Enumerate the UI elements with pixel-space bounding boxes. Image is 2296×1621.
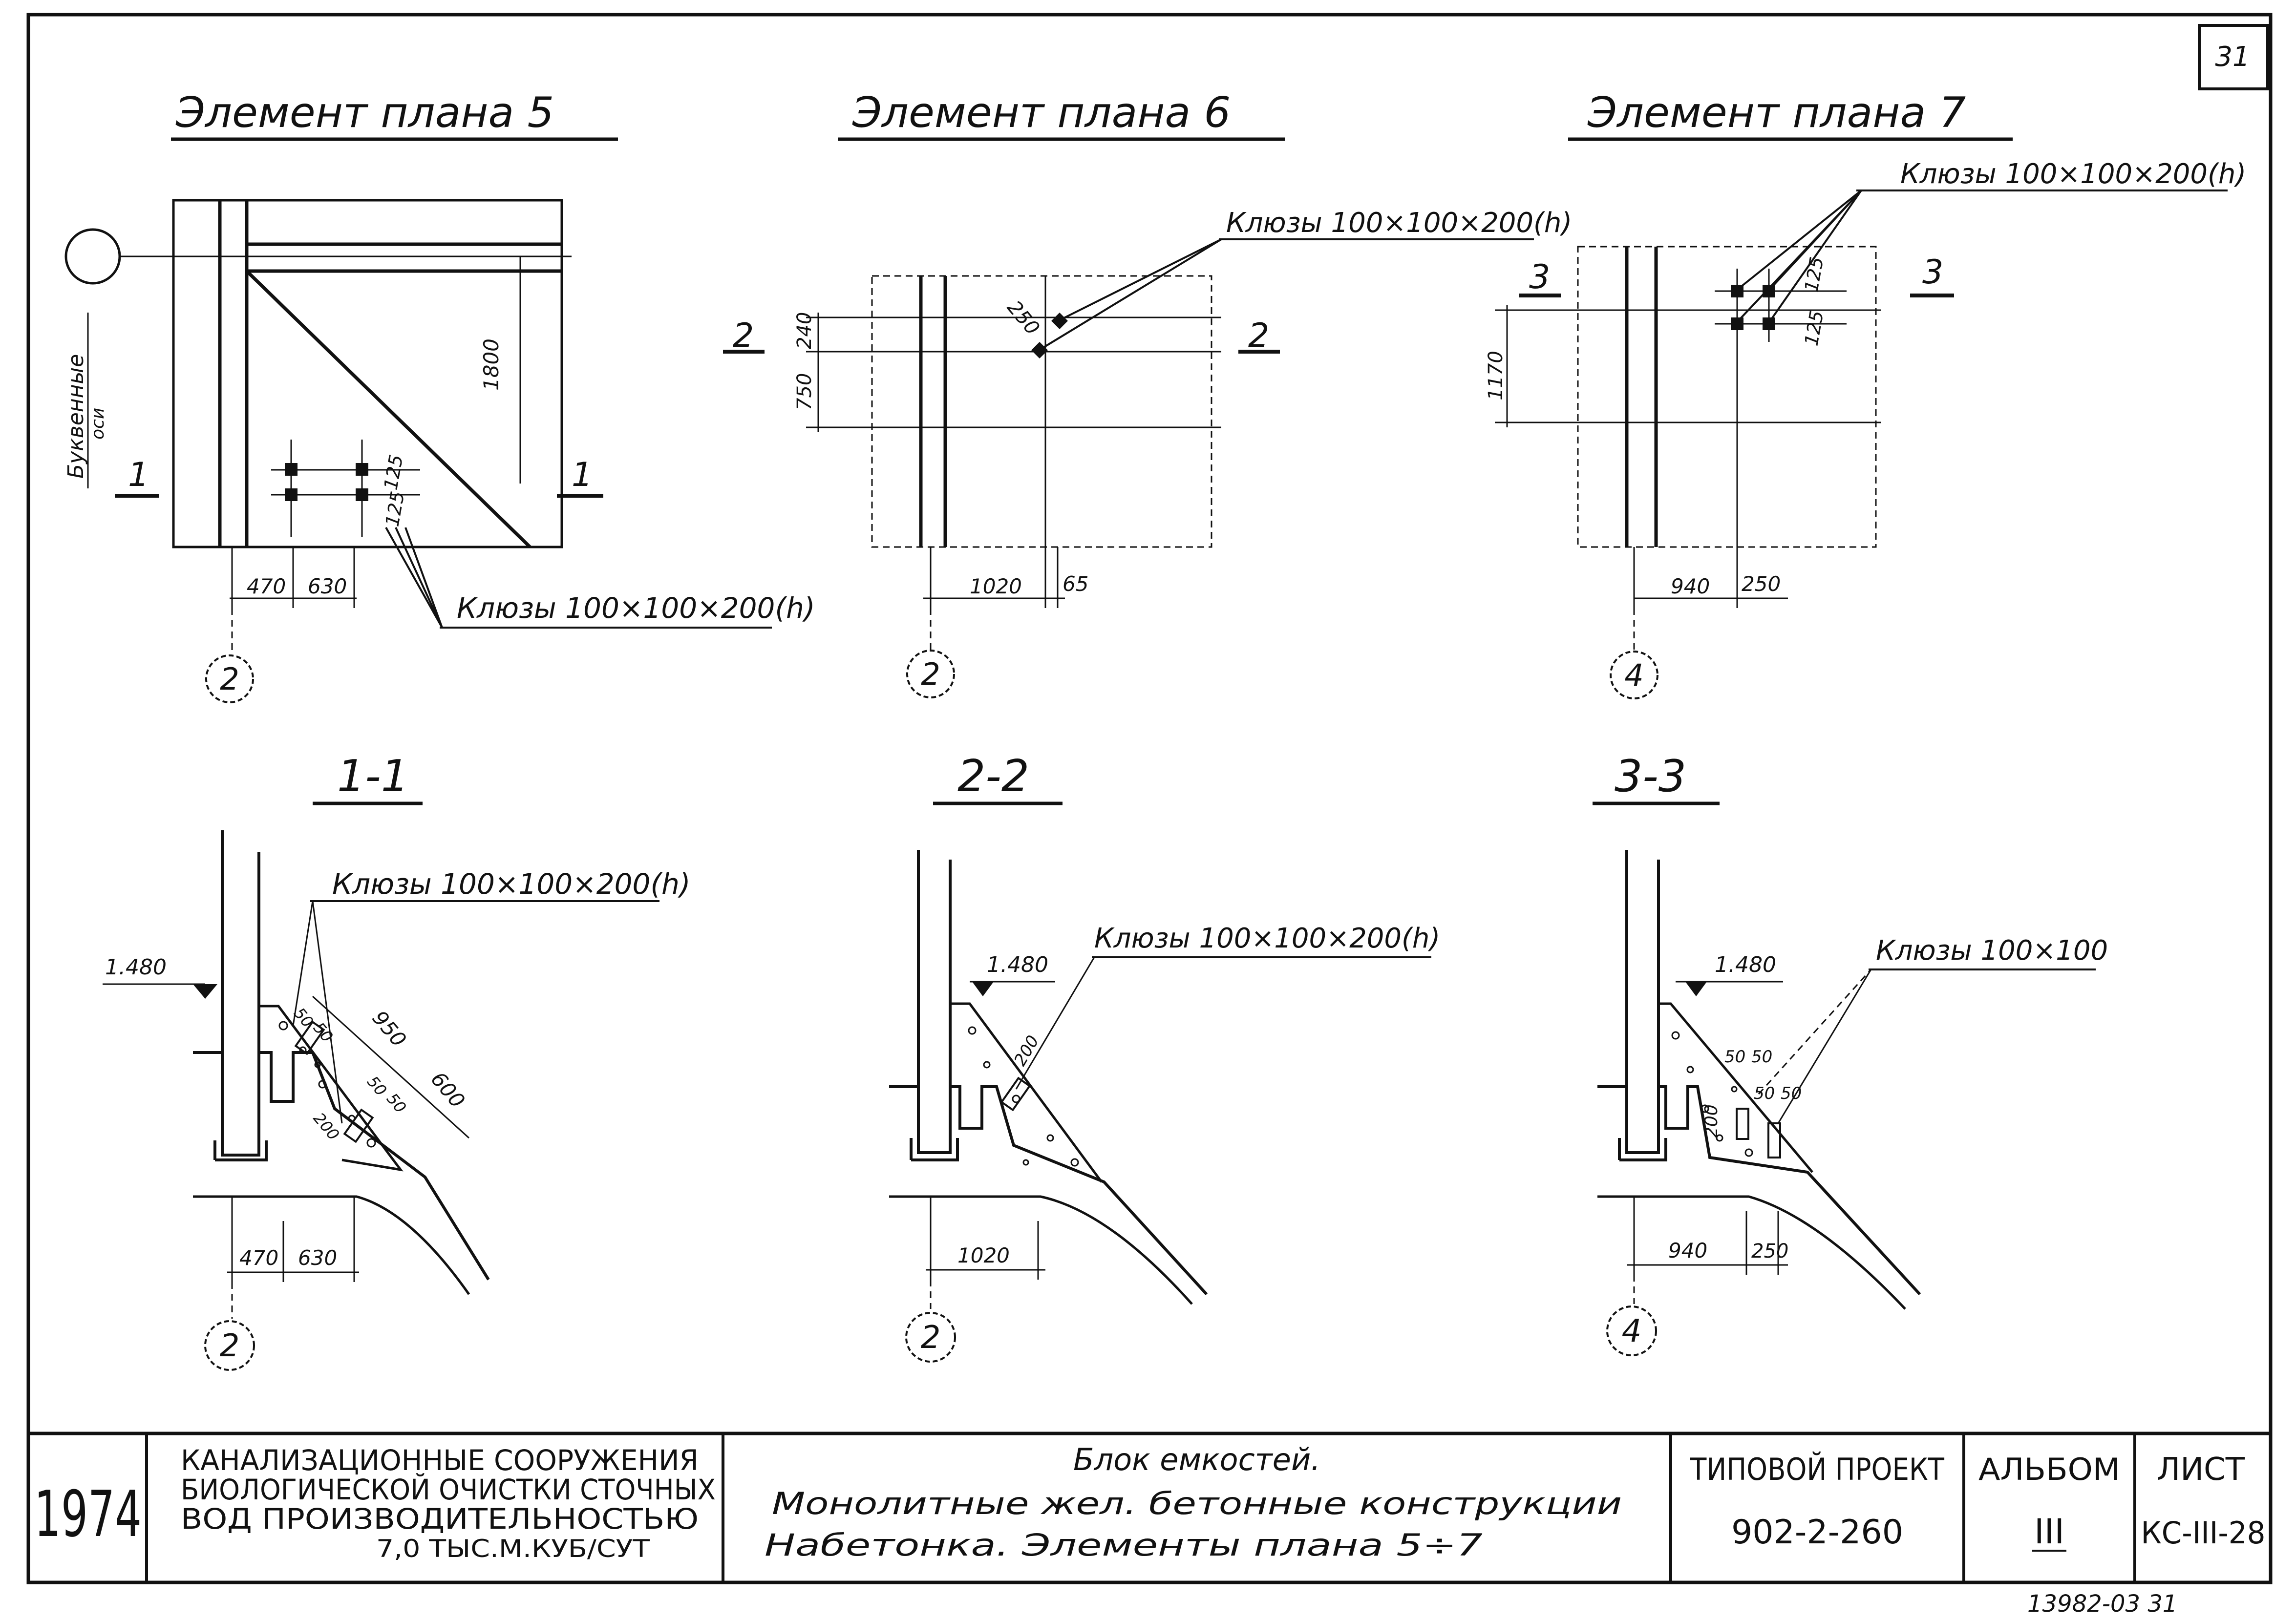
- axis-note-line1: Буквенные: [64, 354, 88, 479]
- section-3-3-level: 1.480: [1715, 952, 1776, 977]
- axis-note-line2: оси: [88, 408, 108, 440]
- section-2-2-dim-1020: 1020: [957, 1243, 1010, 1267]
- title-block: 1974 КАНАЛИЗАЦИОННЫЕ СООРУЖЕНИЯ БИОЛОГИЧ…: [26, 1432, 2273, 1584]
- section-3-3-dim-250: 250: [1751, 1240, 1788, 1263]
- section-3-3-title: 3-3: [1615, 751, 1686, 802]
- plan-7-anchor-label: Клюзы 100×100×200(h): [1900, 158, 2246, 190]
- title-org-line3: ВОД ПРОИЗВОДИТЕЛЬНОСТЬЮ: [181, 1502, 699, 1536]
- title-org-line2: БИОЛОГИЧЕСКОЙ ОЧИСТКИ СТОЧНЫХ: [181, 1473, 716, 1506]
- plan-5: Элемент плана 5 Буквенные оси 1 1: [64, 88, 815, 703]
- plan-6-title: Элемент плана 6: [852, 88, 1231, 137]
- section-1-1-title: 1-1: [337, 751, 409, 802]
- plan-6-cut-right: 2: [1248, 316, 1269, 355]
- sheet-number: 31: [2215, 41, 2250, 73]
- section-1-1-dim-470: 470: [239, 1246, 278, 1270]
- title-sheet-label: ЛИСТ: [2157, 1452, 2245, 1488]
- plan-5-dim-1800: 1800: [479, 338, 503, 391]
- section-2-2: 2-2 Клюзы 100×100×200(h) 1.480 200 1020 …: [889, 751, 1440, 1363]
- section-1-1-level: 1.480: [105, 955, 167, 980]
- plan-5-title: Элемент плана 5: [175, 88, 554, 137]
- plan-5-cut-right: 1: [572, 456, 593, 494]
- title-project-label: ТИПОВОЙ ПРОЕКТ: [1690, 1452, 1945, 1487]
- footer-code: 13982-03 31: [2027, 1590, 2177, 1618]
- plan-7-title: Элемент плана 7: [1587, 88, 1966, 137]
- section-2-2-title: 2-2: [957, 751, 1029, 802]
- plan-7-dim-940: 940: [1671, 574, 1710, 598]
- title-album-value: III: [2034, 1512, 2064, 1552]
- title-org-line4: 7,0 ТЫС.М.КУБ/СУТ: [376, 1535, 650, 1563]
- section-3-3-axis: 4: [1622, 1313, 1642, 1349]
- section-3-3-dim-50d: 50: [1781, 1084, 1802, 1103]
- plan-6-dim-65: 65: [1063, 572, 1088, 596]
- section-1-1-axis: 2: [220, 1328, 240, 1364]
- title-desc-line1: Блок емкостей.: [1073, 1442, 1320, 1477]
- section-1-1-dim-630: 630: [298, 1246, 337, 1270]
- plan-7-dim-125b: 125: [1801, 309, 1828, 347]
- title-sheet-value: КС-III-28: [2141, 1515, 2266, 1551]
- plan-7-axis: 4: [1624, 657, 1643, 693]
- plan-5-dim-630: 630: [308, 574, 347, 598]
- plan-6-dim-1020: 1020: [970, 574, 1022, 598]
- plan-5-cut-left: 1: [128, 456, 149, 494]
- title-desc-line2: Монолитные жел. бетонные конструкции: [772, 1486, 1622, 1521]
- plan-6: Элемент плана 6 2 2 Клюзы 100×100×200(h)…: [723, 88, 1572, 698]
- plan-6-axis: 2: [921, 656, 940, 692]
- title-org-line1: КАНАЛИЗАЦИОННЫЕ СООРУЖЕНИЯ: [181, 1444, 699, 1477]
- plan-7-cut-right: 3: [1922, 253, 1943, 292]
- section-2-2-anchor-label: Клюзы 100×100×200(h): [1094, 923, 1440, 954]
- plan-5-dim-125a: 125: [380, 453, 407, 491]
- section-2-2-level: 1.480: [987, 952, 1048, 977]
- title-project-number: 902-2-260: [1731, 1513, 1903, 1552]
- section-3-3-dim-940: 940: [1668, 1239, 1707, 1263]
- plan-6-cut-left: 2: [733, 316, 754, 355]
- title-album-label: АЛЬБОМ: [1978, 1452, 2120, 1487]
- plan-6-dim-240: 240: [793, 312, 816, 349]
- title-year: 1974: [34, 1477, 142, 1551]
- section-3-3-dim-50a: 50: [1724, 1047, 1745, 1067]
- section-1-1-dim-50d: 50: [383, 1090, 410, 1117]
- section-1-1-dim-50c: 50: [363, 1073, 390, 1100]
- plan-5-anchor-label: Клюзы 100×100×200(h): [457, 591, 815, 625]
- section-3-3-dim-50c: 50: [1754, 1084, 1775, 1103]
- plan-7-dim-125a: 125: [1801, 255, 1828, 294]
- plan-5-dim-470: 470: [247, 574, 286, 598]
- sheet-number-box: [2198, 24, 2269, 90]
- section-3-3: 3-3 Клюзы 100×100 1.480 50 50 50 50 200 …: [1593, 751, 2108, 1356]
- plan-7: Элемент плана 7 3 3 Клюзы 100×100×200(h)…: [1485, 88, 2246, 699]
- section-3-3-anchor-label: Клюзы 100×100: [1876, 935, 2108, 967]
- plan-7-dim-250: 250: [1742, 572, 1781, 596]
- plan-7-dim-1170: 1170: [1485, 351, 1507, 400]
- section-1-1: 1-1 Клюзы 100×100×200(h) 1.480 950 600 5…: [103, 751, 690, 1371]
- section-3-3-dim-200: 200: [1701, 1104, 1722, 1138]
- plan-7-cut-left: 3: [1529, 258, 1550, 296]
- section-1-1-dim-200: 200: [310, 1109, 343, 1144]
- plan-6-dim-250: 250: [1002, 296, 1043, 339]
- title-desc-line3: Набетонка. Элементы плана 5÷7: [765, 1527, 1483, 1563]
- section-1-1-anchor-label: Клюзы 100×100×200(h): [332, 867, 690, 901]
- section-1-1-dim-950: 950: [367, 1006, 411, 1052]
- plan-6-anchor-label: Клюзы 100×100×200(h): [1226, 207, 1572, 239]
- plan-6-dim-750: 750: [793, 373, 816, 410]
- plan-5-axis: 2: [220, 661, 239, 697]
- section-2-2-axis: 2: [921, 1320, 941, 1356]
- section-3-3-dim-50b: 50: [1751, 1047, 1772, 1067]
